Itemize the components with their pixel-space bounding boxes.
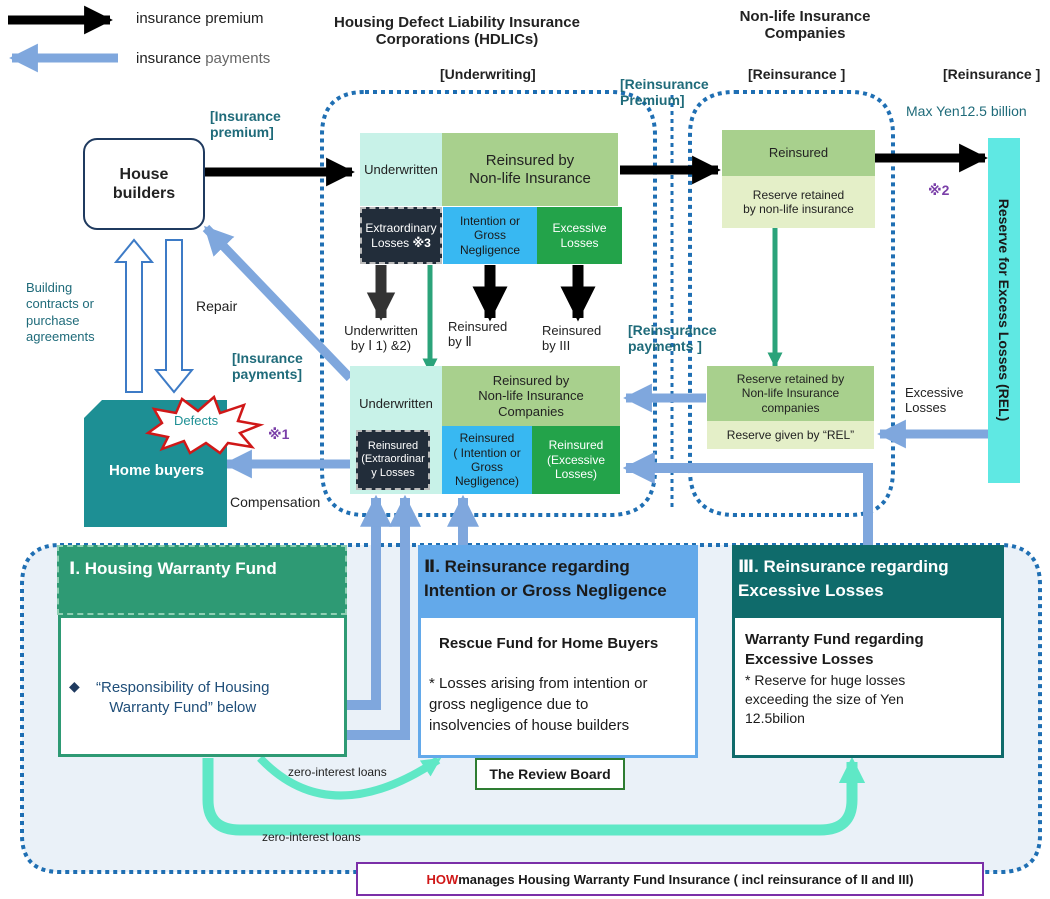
loan-arrow-fund1-fund3 — [202, 756, 866, 836]
fund2-heading: Rescue Fund for Home Buyers — [439, 635, 659, 652]
payment-arrow-fund1-b — [345, 494, 422, 740]
loan-arrow-fund1-fund2 — [257, 755, 442, 800]
rel-label: Reserve for Excess Losses (REL) — [996, 198, 1013, 422]
zero-interest-loans-label-2: zero-interest loans — [262, 830, 361, 844]
fund1-header: Ⅰ. Housing Warranty Fund — [57, 545, 347, 615]
defects-label: Defects — [174, 413, 219, 428]
underwriting-heading: [Underwriting] — [440, 66, 536, 82]
compensation-label: Compensation — [230, 494, 321, 510]
fund1-title: Ⅰ. Housing Warranty Fund — [69, 559, 277, 578]
zero-interest-loans-label-1: zero-interest loans — [288, 765, 387, 779]
payment-arrow-fund1-a — [345, 494, 393, 710]
footer-note: HOW manages Housing Warranty Fund Insura… — [356, 862, 984, 896]
home-buyers-label: Home buyers — [108, 462, 205, 479]
rel-bar — [988, 138, 1020, 483]
footer-how: HOW — [426, 871, 459, 887]
note-mark-1: ※1 — [268, 426, 290, 442]
defects-burst-icon — [144, 395, 265, 455]
repair-label: Repair — [196, 298, 238, 314]
fund1-bullet: ◆ — [69, 678, 80, 694]
reinsurance-heading-2: [Reinsurance ] — [943, 66, 1041, 82]
nonlife-reinsured: Reinsured — [722, 130, 875, 176]
nonlife-reserve-given-rel: Reserve given by “REL” — [707, 421, 874, 449]
footer-text: manages Housing Warranty Fund Insurance … — [458, 871, 914, 887]
note-mark-2: ※2 — [928, 182, 950, 198]
fund2-body: Rescue Fund for Home Buyers * Losses ari… — [418, 615, 698, 758]
review-board-box: The Review Board — [475, 758, 625, 790]
legend-premium-label: insurance premium — [136, 10, 264, 27]
max-amount-label: Max Yen12.5 billion — [906, 103, 1027, 119]
payment-arrow-repair — [202, 224, 354, 382]
hdlic-underwritten-top: Underwritten — [360, 133, 442, 206]
reinsurance-heading-1: [Reinsurance ] — [748, 66, 846, 82]
payment-arrow-fund3 — [622, 451, 873, 548]
contract-arrow-up — [113, 238, 155, 393]
contract-arrow-down — [153, 239, 195, 394]
legend-payments-label: insurance payments — [136, 50, 271, 67]
